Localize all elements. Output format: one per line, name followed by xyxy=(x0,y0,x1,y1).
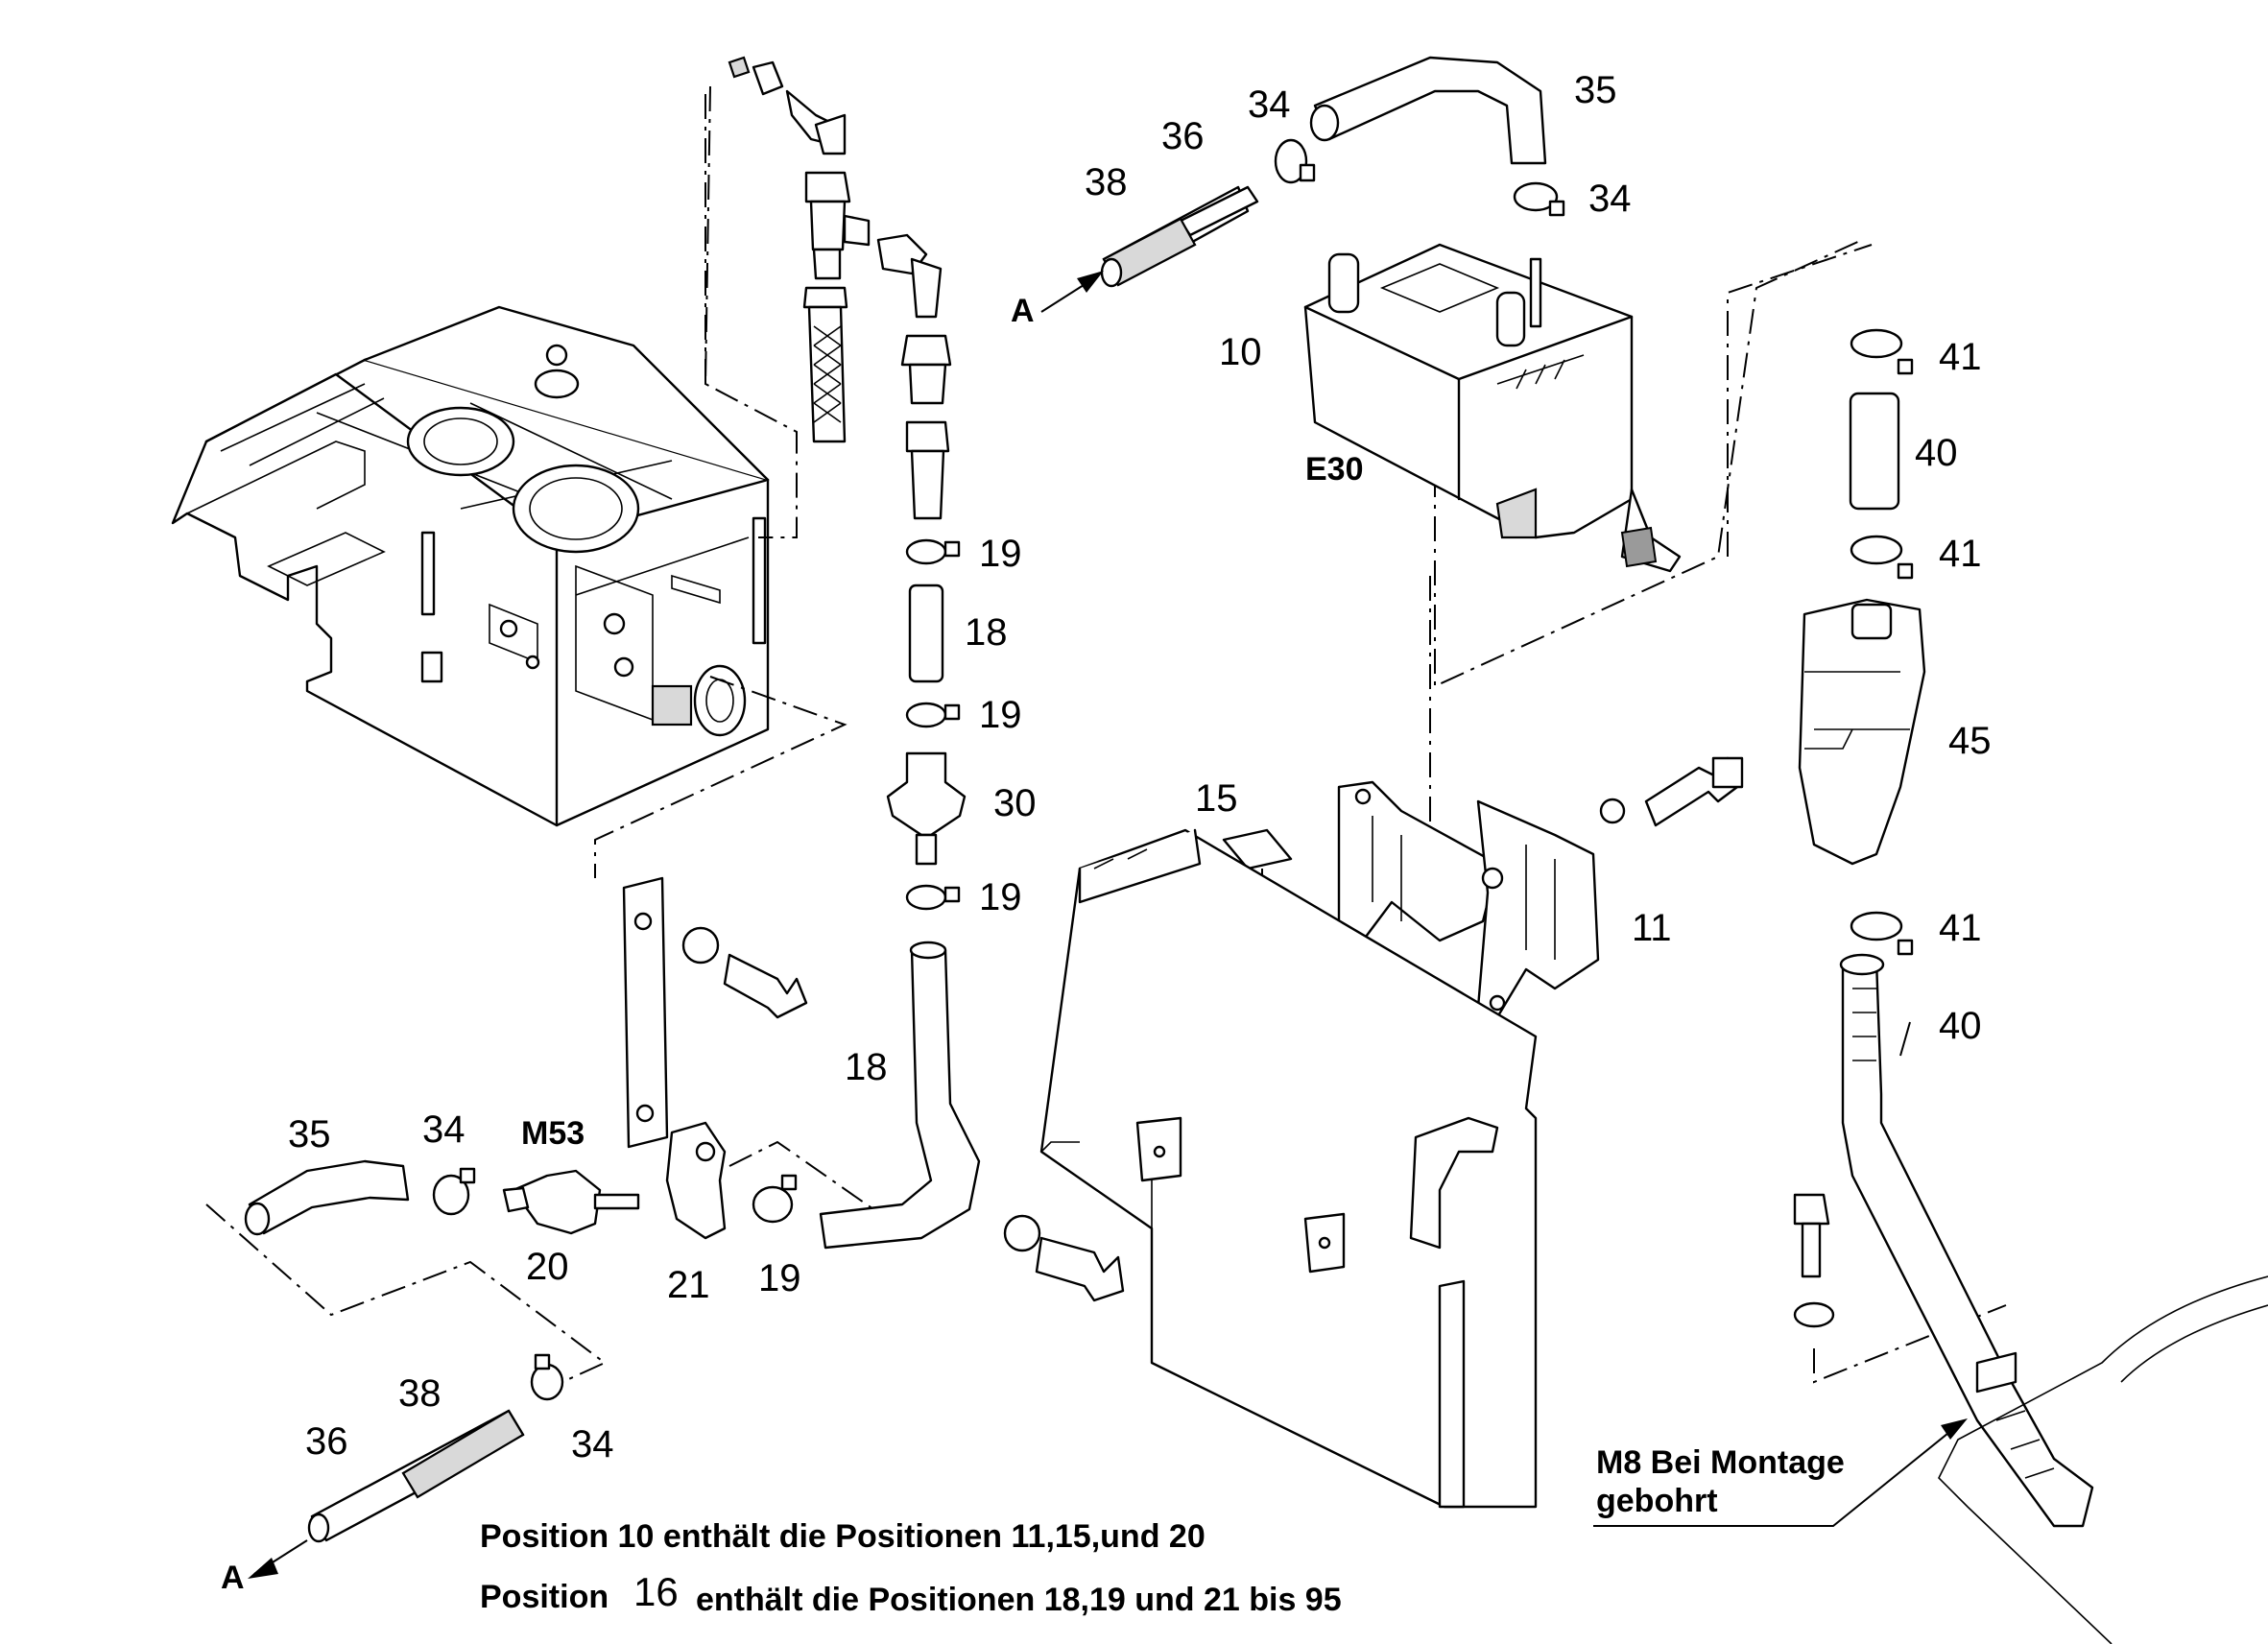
part-labels: 35 34 36 38 34 A 10 E30 41 40 41 45 41 4… xyxy=(221,69,1992,1596)
label-m53: M53 xyxy=(521,1115,585,1152)
label-19-b: 19 xyxy=(979,694,1022,736)
label-30: 30 xyxy=(993,782,1037,824)
label-36-bottom: 36 xyxy=(305,1420,348,1463)
bracket-plate-left xyxy=(622,876,808,1149)
clip-34-bottom xyxy=(432,1167,476,1216)
label-15: 15 xyxy=(1195,777,1238,820)
mount-note-line2: gebohrt xyxy=(1596,1483,1718,1519)
label-41-c: 41 xyxy=(1939,907,1982,949)
clip-19-stack xyxy=(886,538,967,911)
pipe-36-38-bottom xyxy=(307,1353,564,1543)
label-11: 11 xyxy=(1632,907,1672,949)
label-38-top: 38 xyxy=(1085,161,1128,203)
mount-note-line1: M8 Bei Montage xyxy=(1596,1444,1845,1481)
top-clip-34 xyxy=(1274,138,1565,217)
label-19-a: 19 xyxy=(979,533,1022,575)
label-41-b: 41 xyxy=(1939,533,1982,575)
exhaust-parts-right xyxy=(1798,328,2094,1528)
label-34-bottom-b: 34 xyxy=(571,1423,614,1465)
top-hose-35 xyxy=(1309,56,1547,165)
label-35-bottom: 35 xyxy=(288,1113,331,1156)
label-38-bottom: 38 xyxy=(398,1372,442,1415)
clip-19-bottom xyxy=(752,1174,798,1224)
label-40-a: 40 xyxy=(1915,432,1958,474)
position-note-line1: Position 10 enthält die Positionen 11,15… xyxy=(480,1518,1206,1555)
label-arrow-a-bottom: A xyxy=(221,1560,245,1596)
bolt-washer-right xyxy=(1793,1193,2017,1394)
label-18-b: 18 xyxy=(845,1046,888,1088)
position-note-line2-a: Position xyxy=(480,1579,609,1615)
label-arrow-a-top: A xyxy=(1011,293,1035,329)
label-18-a: 18 xyxy=(965,611,1008,654)
label-21: 21 xyxy=(667,1264,710,1306)
label-19-c: 19 xyxy=(979,876,1022,918)
engine-block xyxy=(171,305,770,827)
label-35-top: 35 xyxy=(1574,69,1617,111)
fuel-line-fittings xyxy=(728,56,952,520)
label-40-b: 40 xyxy=(1939,1005,1982,1047)
label-34-bottom: 34 xyxy=(422,1108,466,1151)
label-20: 20 xyxy=(526,1246,569,1288)
label-10: 10 xyxy=(1219,331,1262,373)
label-19-d: 19 xyxy=(758,1257,801,1299)
label-leaders xyxy=(1899,1021,1911,1057)
hose-35-bottom xyxy=(244,1159,410,1236)
vehicle-outline xyxy=(1938,1275,2268,1644)
dash-dot-leaders xyxy=(205,85,2007,1388)
valve-20 xyxy=(502,1169,640,1235)
label-41-a: 41 xyxy=(1939,336,1982,378)
mounting-bracket-11 xyxy=(1337,756,1744,1019)
washer-bolt-bottom xyxy=(1003,1214,1125,1302)
notes: M8 Bei Montage gebohrt Position 10 enthä… xyxy=(480,1444,1845,1618)
label-e30: E30 xyxy=(1305,451,1364,488)
label-36-top: 36 xyxy=(1161,115,1205,157)
position-note-line2-b: enthält die Positionen 18,19 und 21 bis … xyxy=(696,1582,1342,1618)
arrow-mount xyxy=(1593,1418,1968,1527)
hose-18 xyxy=(819,941,981,1250)
label-34-top-a: 34 xyxy=(1248,83,1291,126)
position-note-line2-num: 16 xyxy=(633,1569,679,1614)
label-34-top-b: 34 xyxy=(1588,178,1632,220)
arrow-a-bottom xyxy=(248,1539,308,1579)
clamp-21 xyxy=(665,1121,727,1240)
label-45: 45 xyxy=(1948,720,1992,762)
arrow-a-top xyxy=(1040,271,1104,313)
mounting-panel xyxy=(1039,828,1538,1509)
heater-10 xyxy=(1303,243,1682,573)
